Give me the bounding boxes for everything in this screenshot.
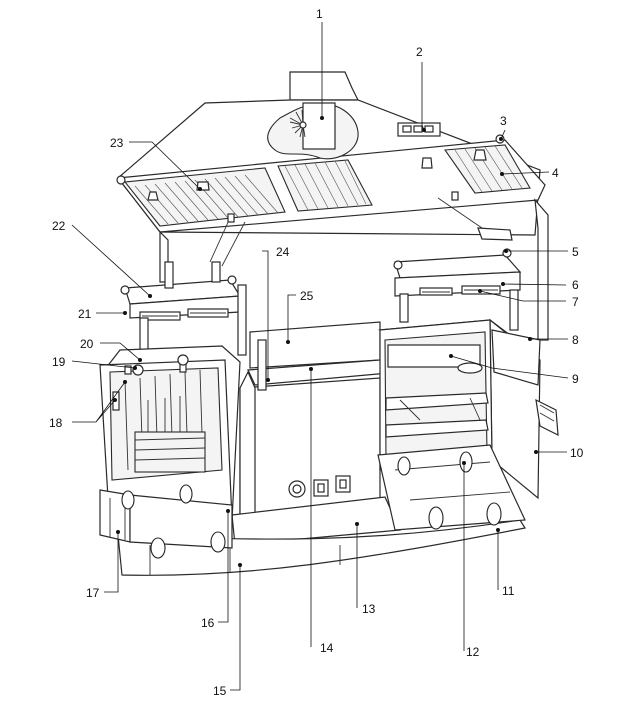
callout-15: 15	[213, 684, 227, 698]
callout-13: 13	[362, 602, 376, 616]
callout-14: 14	[320, 641, 334, 655]
hood-canopy	[116, 71, 549, 341]
callout-2: 2	[416, 45, 423, 59]
callout-numbers: 1 2 3 4 5 6 7 8 9 10 11 12 13 14 15 16 1…	[49, 7, 584, 698]
callout-1: 1	[316, 7, 323, 21]
right-cart-casters	[397, 451, 502, 530]
callout-23: 23	[110, 136, 124, 150]
callout-10: 10	[570, 446, 584, 460]
leader-lines	[71, 22, 569, 691]
callout-22: 22	[52, 219, 66, 233]
callout-20: 20	[80, 337, 94, 351]
filter-slats	[134, 145, 523, 225]
callout-4: 4	[552, 166, 559, 180]
callout-7: 7	[572, 295, 579, 309]
callout-24: 24	[276, 245, 290, 259]
right-cart	[377, 318, 559, 531]
callout-8: 8	[572, 333, 579, 347]
callout-25: 25	[300, 289, 314, 303]
left-cart	[99, 345, 241, 559]
callout-12: 12	[466, 645, 480, 659]
callout-16: 16	[201, 616, 215, 630]
callout-18: 18	[49, 416, 63, 430]
callout-5: 5	[572, 245, 579, 259]
left-overshelf	[120, 261, 247, 357]
callout-11: 11	[502, 584, 515, 598]
callout-6: 6	[572, 278, 579, 292]
callout-3: 3	[500, 114, 507, 128]
callout-19: 19	[52, 355, 66, 369]
callout-9: 9	[572, 372, 579, 386]
left-cart-casters	[121, 484, 226, 559]
base-unit	[117, 321, 526, 576]
right-overshelf	[393, 248, 522, 331]
fan-blades	[289, 109, 307, 138]
callout-17: 17	[86, 586, 100, 600]
leader-dots	[113, 116, 538, 567]
callout-21: 21	[78, 307, 92, 321]
